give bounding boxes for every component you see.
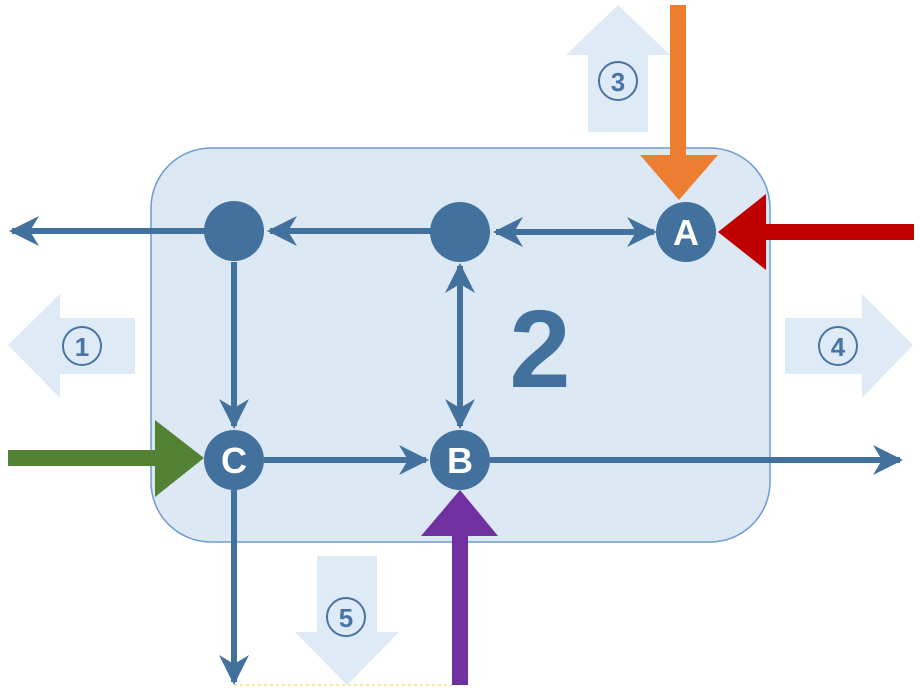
node-b-label: B — [447, 440, 473, 481]
direction-arrow-4: 4 — [785, 294, 913, 398]
node-a-label: A — [673, 212, 699, 253]
input-arrow-red — [718, 194, 914, 270]
zone-number: 2 — [509, 288, 570, 411]
node-b: B — [430, 430, 490, 490]
direction-arrow-3-label: 3 — [611, 67, 625, 97]
node-c: C — [204, 430, 264, 490]
input-arrow-purple — [421, 490, 498, 685]
direction-arrow-3: 3 — [566, 5, 670, 132]
direction-arrow-5: 5 — [295, 556, 399, 685]
direction-arrow-4-label: 4 — [831, 332, 846, 362]
node-a: A — [656, 202, 716, 262]
node-c-label: C — [221, 440, 247, 481]
input-arrow-green — [8, 420, 204, 497]
node-top-left — [204, 201, 264, 261]
direction-arrow-1-label: 1 — [75, 332, 89, 362]
node-top-middle — [430, 202, 490, 262]
direction-arrow-1: 1 — [8, 294, 135, 398]
direction-arrow-5-label: 5 — [339, 603, 353, 633]
input-arrow-orange — [640, 5, 718, 200]
